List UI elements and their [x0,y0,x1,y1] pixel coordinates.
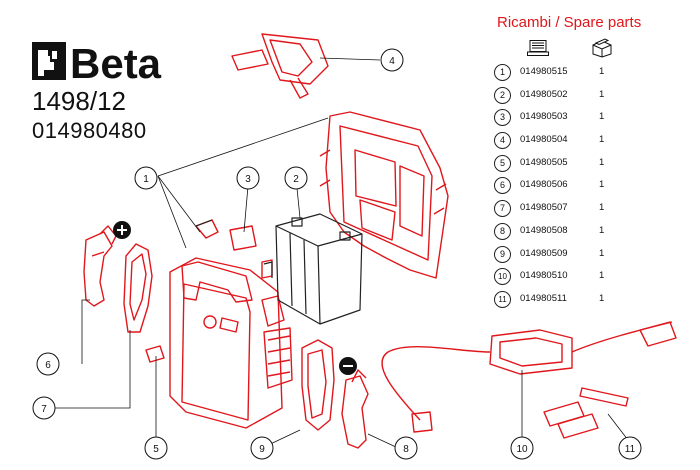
part-row: 10 014980510 1 [494,266,694,289]
part-qty: 1 [599,88,605,100]
part-qty: 1 [599,179,605,191]
negative-clamp-part [341,369,369,449]
model-number: 1498/12 [32,86,126,116]
callout-2: 2 [284,166,308,190]
fuse-part [145,345,165,363]
part-code: 014980509 [520,247,568,259]
part-code: 014980515 [520,66,568,77]
part-qty: 1 [599,224,605,236]
callout-5: 5 [144,436,168,460]
small-parts-set [195,219,273,279]
part-row: 8 014980508 1 [494,221,694,244]
negative-cable-part [301,339,335,431]
part-number: 4 [494,132,511,150]
callout-label: 11 [625,444,636,455]
part-number: 7 [494,200,511,218]
callout-label: 7 [41,404,47,415]
part-row: 6 014980506 1 [494,175,694,198]
part-number: 9 [494,245,511,263]
beta-logo: Beta [32,40,192,84]
logo-wordmark: Beta [70,40,162,84]
part-number: 6 [494,177,511,195]
callout-7: 7 [32,396,56,420]
callout-8: 8 [394,436,418,460]
positive-cable-part [123,243,153,333]
part-qty: 1 [599,111,605,123]
callout-10: 10 [510,436,534,460]
positive-clamp-part [83,225,117,307]
callout-label: 6 [45,360,51,371]
callout-markers: 1 2 3 4 5 6 7 8 9 10 11 [32,48,642,460]
battery-part [275,213,363,325]
callout-label: 8 [403,444,409,455]
part-row: 11 014980511 1 [494,289,694,312]
part-row: 2 014980502 1 [494,85,694,108]
part-row: 5 014980505 1 [494,153,694,176]
minus-symbol [339,357,357,375]
part-number: 5 [494,154,511,172]
part-qty: 1 [599,202,605,214]
part-qty: 1 [599,247,605,259]
part-code: 014980507 [520,202,568,214]
part-row: 4 014980504 1 [494,130,694,153]
plus-symbol [113,221,131,239]
part-number: 10 [494,268,511,286]
booster-body-part [169,257,293,429]
part-qty: 1 [599,156,605,168]
callout-11: 11 [618,436,642,460]
part-number: 2 [494,86,511,104]
part-code: 014980504 [520,134,568,146]
part-row: 7 014980507 1 [494,198,694,221]
part-qty: 1 [599,134,605,146]
product-code: 014980480 [32,118,147,143]
part-code: 014980506 [520,179,568,191]
part-code: 014980510 [520,270,568,282]
callout-label: 5 [153,444,159,455]
part-number: 8 [494,222,511,240]
part-code: 014980505 [520,156,568,168]
computer-code-icon [527,40,549,61]
charger-part [381,321,677,433]
part-row: 3 014980503 1 [494,107,694,130]
callout-label: 3 [245,174,251,185]
callout-label: 9 [259,444,265,455]
callout-9: 9 [250,436,274,460]
back-shell-part [319,111,449,279]
strap-part [231,33,329,99]
part-qty: 1 [599,66,605,77]
adapter-part [543,387,629,439]
part-qty: 1 [599,292,605,304]
part-number: 1 [494,64,511,81]
part-code: 014980511 [520,292,567,304]
part-number: 3 [494,109,511,127]
part-code: 014980508 [520,224,568,236]
callout-4: 4 [380,48,404,72]
part-code: 014980502 [520,88,568,100]
parts-list: 1 014980515 1 2 014980502 1 3 014980503 1 4 014… [494,62,694,312]
callout-1: 1 [134,166,158,190]
part-row: 9 014980509 1 [494,244,694,267]
part-row: 1 014980515 1 [494,62,694,85]
callout-label: 1 [143,174,149,185]
spare-parts-title: Ricambi / Spare parts [497,14,642,31]
callout-label: 10 [516,444,528,455]
part-number: 11 [494,290,511,308]
box-quantity-icon [591,38,613,63]
part-code: 014980503 [520,111,568,123]
part-qty: 1 [599,270,605,282]
callout-3: 3 [236,166,260,190]
callout-label: 2 [293,174,299,185]
callout-label: 4 [389,56,395,67]
callout-6: 6 [36,352,60,376]
